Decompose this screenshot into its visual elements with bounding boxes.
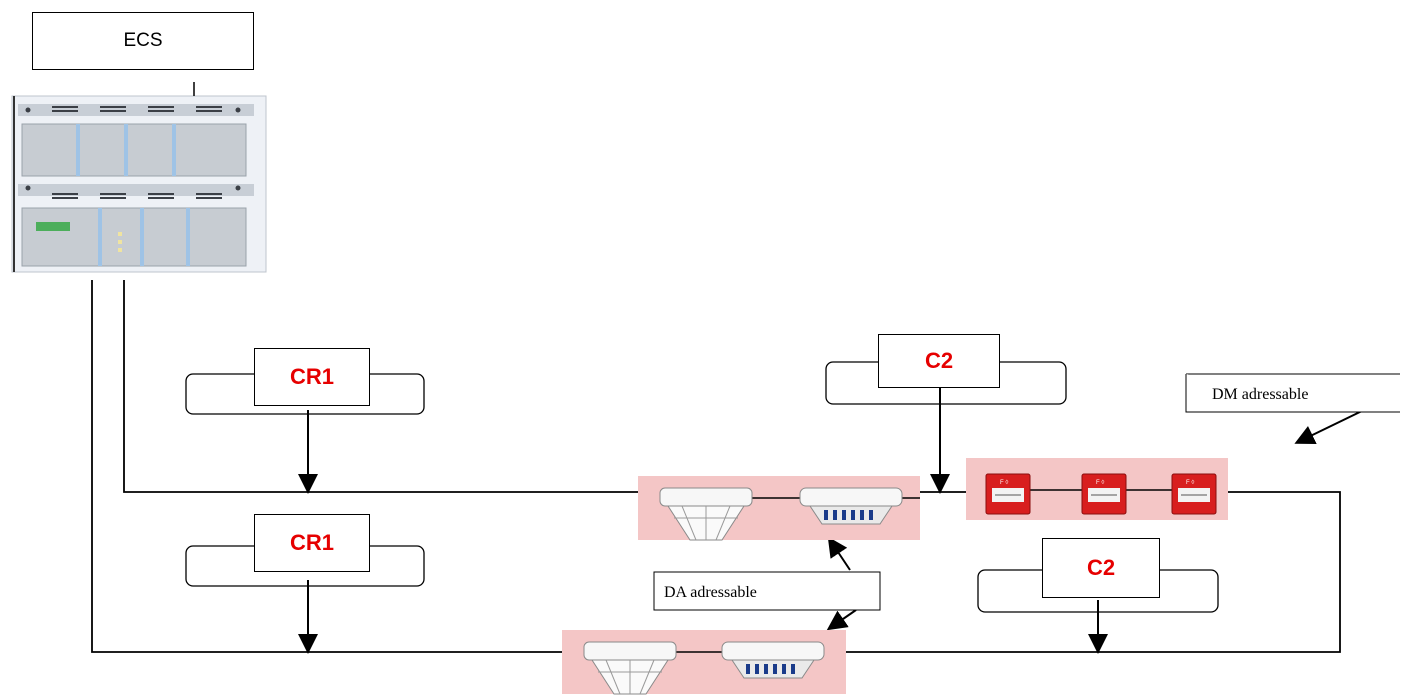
detector-group-top	[638, 476, 920, 541]
cable-label-cr1-bottom: CR1	[254, 514, 370, 572]
svg-text:F ◊: F ◊	[1096, 479, 1104, 486]
cable-label-c2-top: C2	[878, 334, 1000, 388]
ecs-panel-label: ECS	[32, 12, 254, 70]
svg-text:F ◊: F ◊	[1000, 479, 1008, 486]
cable-label-cr1-top: CR1	[254, 348, 370, 406]
annotation-borders	[653, 373, 1400, 611]
svg-text:F ◊: F ◊	[1186, 479, 1194, 486]
dm-annotation: DM adressable	[1212, 386, 1309, 403]
manual-call-point-icon: F ◊	[985, 473, 1031, 515]
manual-call-point-group: F ◊ F ◊ F ◊	[966, 458, 1228, 520]
heat-detector-icon	[583, 641, 677, 695]
detector-group-bottom	[562, 630, 846, 695]
smoke-detector-icon	[799, 487, 903, 525]
da-annotation: DA adressable	[664, 584, 757, 601]
manual-call-point-icon: F ◊	[1081, 473, 1127, 515]
arrows	[298, 386, 1365, 654]
smoke-detector-icon	[721, 641, 825, 679]
ecs-cabinet	[11, 82, 267, 273]
heat-detector-icon	[659, 487, 753, 541]
cable-label-c2-bottom: C2	[1042, 538, 1160, 598]
manual-call-point-icon: F ◊	[1171, 473, 1217, 515]
